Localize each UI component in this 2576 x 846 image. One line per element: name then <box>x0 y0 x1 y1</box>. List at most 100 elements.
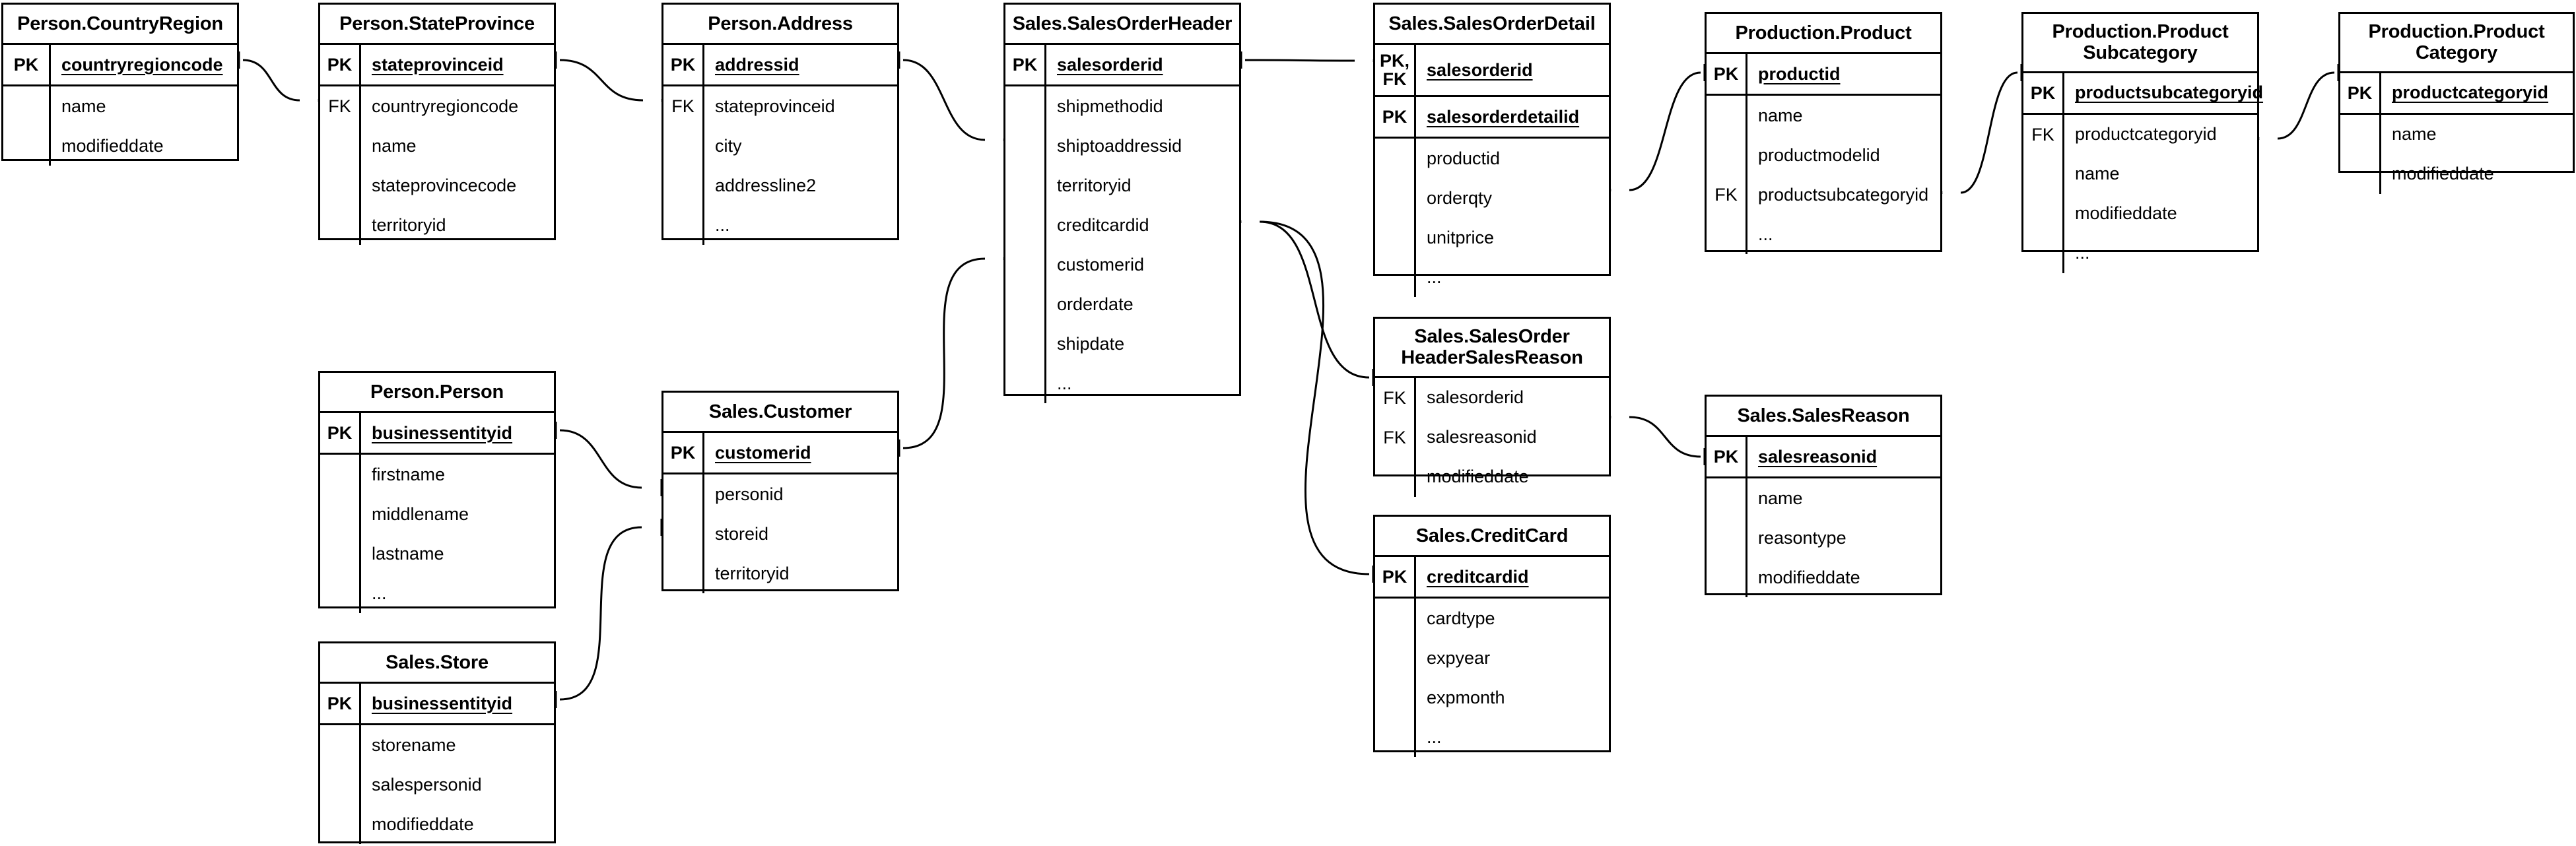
attribute-row[interactable]: reasontype <box>1707 518 1940 558</box>
attribute-row[interactable]: orderqty <box>1375 178 1609 218</box>
key-badge <box>663 514 704 554</box>
attribute-row[interactable]: lastname <box>320 534 554 574</box>
attribute-name: firstname <box>372 464 446 484</box>
relationship-edge <box>1222 212 1374 386</box>
attribute-row[interactable]: addressline2 <box>663 166 897 206</box>
attribute-row[interactable]: orderdate <box>1005 284 1239 325</box>
attribute-row[interactable]: expyear <box>1375 638 1609 678</box>
attribute-row[interactable]: modifieddate <box>1707 558 1940 598</box>
attribute-row[interactable]: ... <box>1375 257 1609 298</box>
attribute-row[interactable]: personid <box>663 474 897 515</box>
attribute-row[interactable]: name <box>2023 154 2257 194</box>
attribute-row[interactable]: ... <box>1375 717 1609 758</box>
attribute-row[interactable]: productid <box>1375 139 1609 179</box>
attribute-row[interactable]: cardtype <box>1375 599 1609 639</box>
entity-title: Sales.SalesOrderDetail <box>1375 5 1609 46</box>
attribute-row[interactable]: ... <box>2023 233 2257 273</box>
attribute-row[interactable]: shipdate <box>1005 324 1239 364</box>
attribute-row[interactable]: ... <box>1005 364 1239 404</box>
key-badge: PK <box>663 45 704 85</box>
attribute-row[interactable]: stateprovincecode <box>320 166 554 206</box>
key-badge <box>1005 364 1046 404</box>
attribute-row[interactable]: territoryid <box>320 205 554 245</box>
attribute-row[interactable]: storename <box>320 725 554 765</box>
attribute-row[interactable]: productmodelid <box>1707 135 1940 176</box>
attribute-row[interactable]: firstname <box>320 455 554 495</box>
attribute-row[interactable]: storeid <box>663 514 897 554</box>
attribute-row[interactable]: modifieddate <box>2340 154 2573 194</box>
attribute-row[interactable]: modifieddate <box>2023 193 2257 234</box>
attribute-row[interactable]: territoryid <box>1005 166 1239 206</box>
attribute-row[interactable]: name <box>1707 96 1940 136</box>
attribute-row[interactable]: modifieddate <box>1375 457 1609 497</box>
attribute-row[interactable]: name <box>2340 114 2573 154</box>
key-badge: PK <box>1707 437 1747 477</box>
attribute-name: modifieddate <box>1758 567 1860 587</box>
entity-title: Sales.SalesReason <box>1707 397 1940 438</box>
attribute-row[interactable]: customerid <box>1005 245 1239 285</box>
attribute-row[interactable]: middlename <box>320 494 554 535</box>
attribute-row[interactable]: modifieddate <box>320 804 554 845</box>
attribute-row[interactable]: ... <box>320 573 554 614</box>
key-badge <box>1707 96 1747 136</box>
attribute-row[interactable]: shiptoaddressid <box>1005 126 1239 166</box>
attribute-row[interactable]: ... <box>1707 214 1940 255</box>
key-badge <box>1375 218 1416 258</box>
key-badge <box>663 126 704 166</box>
attribute-name: name <box>2392 124 2437 145</box>
attribute-row[interactable]: territoryid <box>663 554 897 594</box>
attribute-row[interactable]: creditcardid <box>1005 205 1239 245</box>
attribute-row[interactable]: shipmethodid <box>1005 86 1239 127</box>
attribute-row[interactable]: name <box>3 86 237 127</box>
key-badge <box>3 86 51 127</box>
key-badge <box>1375 139 1416 179</box>
attribute-row[interactable]: unitprice <box>1375 218 1609 258</box>
attribute-row[interactable]: ... <box>663 205 897 245</box>
attribute-row[interactable]: expmonth <box>1375 678 1609 718</box>
attribute-row[interactable]: name <box>320 126 554 166</box>
attribute-row[interactable]: city <box>663 126 897 166</box>
attribute-row[interactable]: modifieddate <box>3 126 237 166</box>
attribute-row[interactable]: name <box>1707 478 1940 519</box>
attribute-row[interactable]: salespersonid <box>320 765 554 805</box>
key-badge <box>663 474 704 515</box>
key-badge <box>2340 154 2381 194</box>
key-badge <box>320 765 361 805</box>
